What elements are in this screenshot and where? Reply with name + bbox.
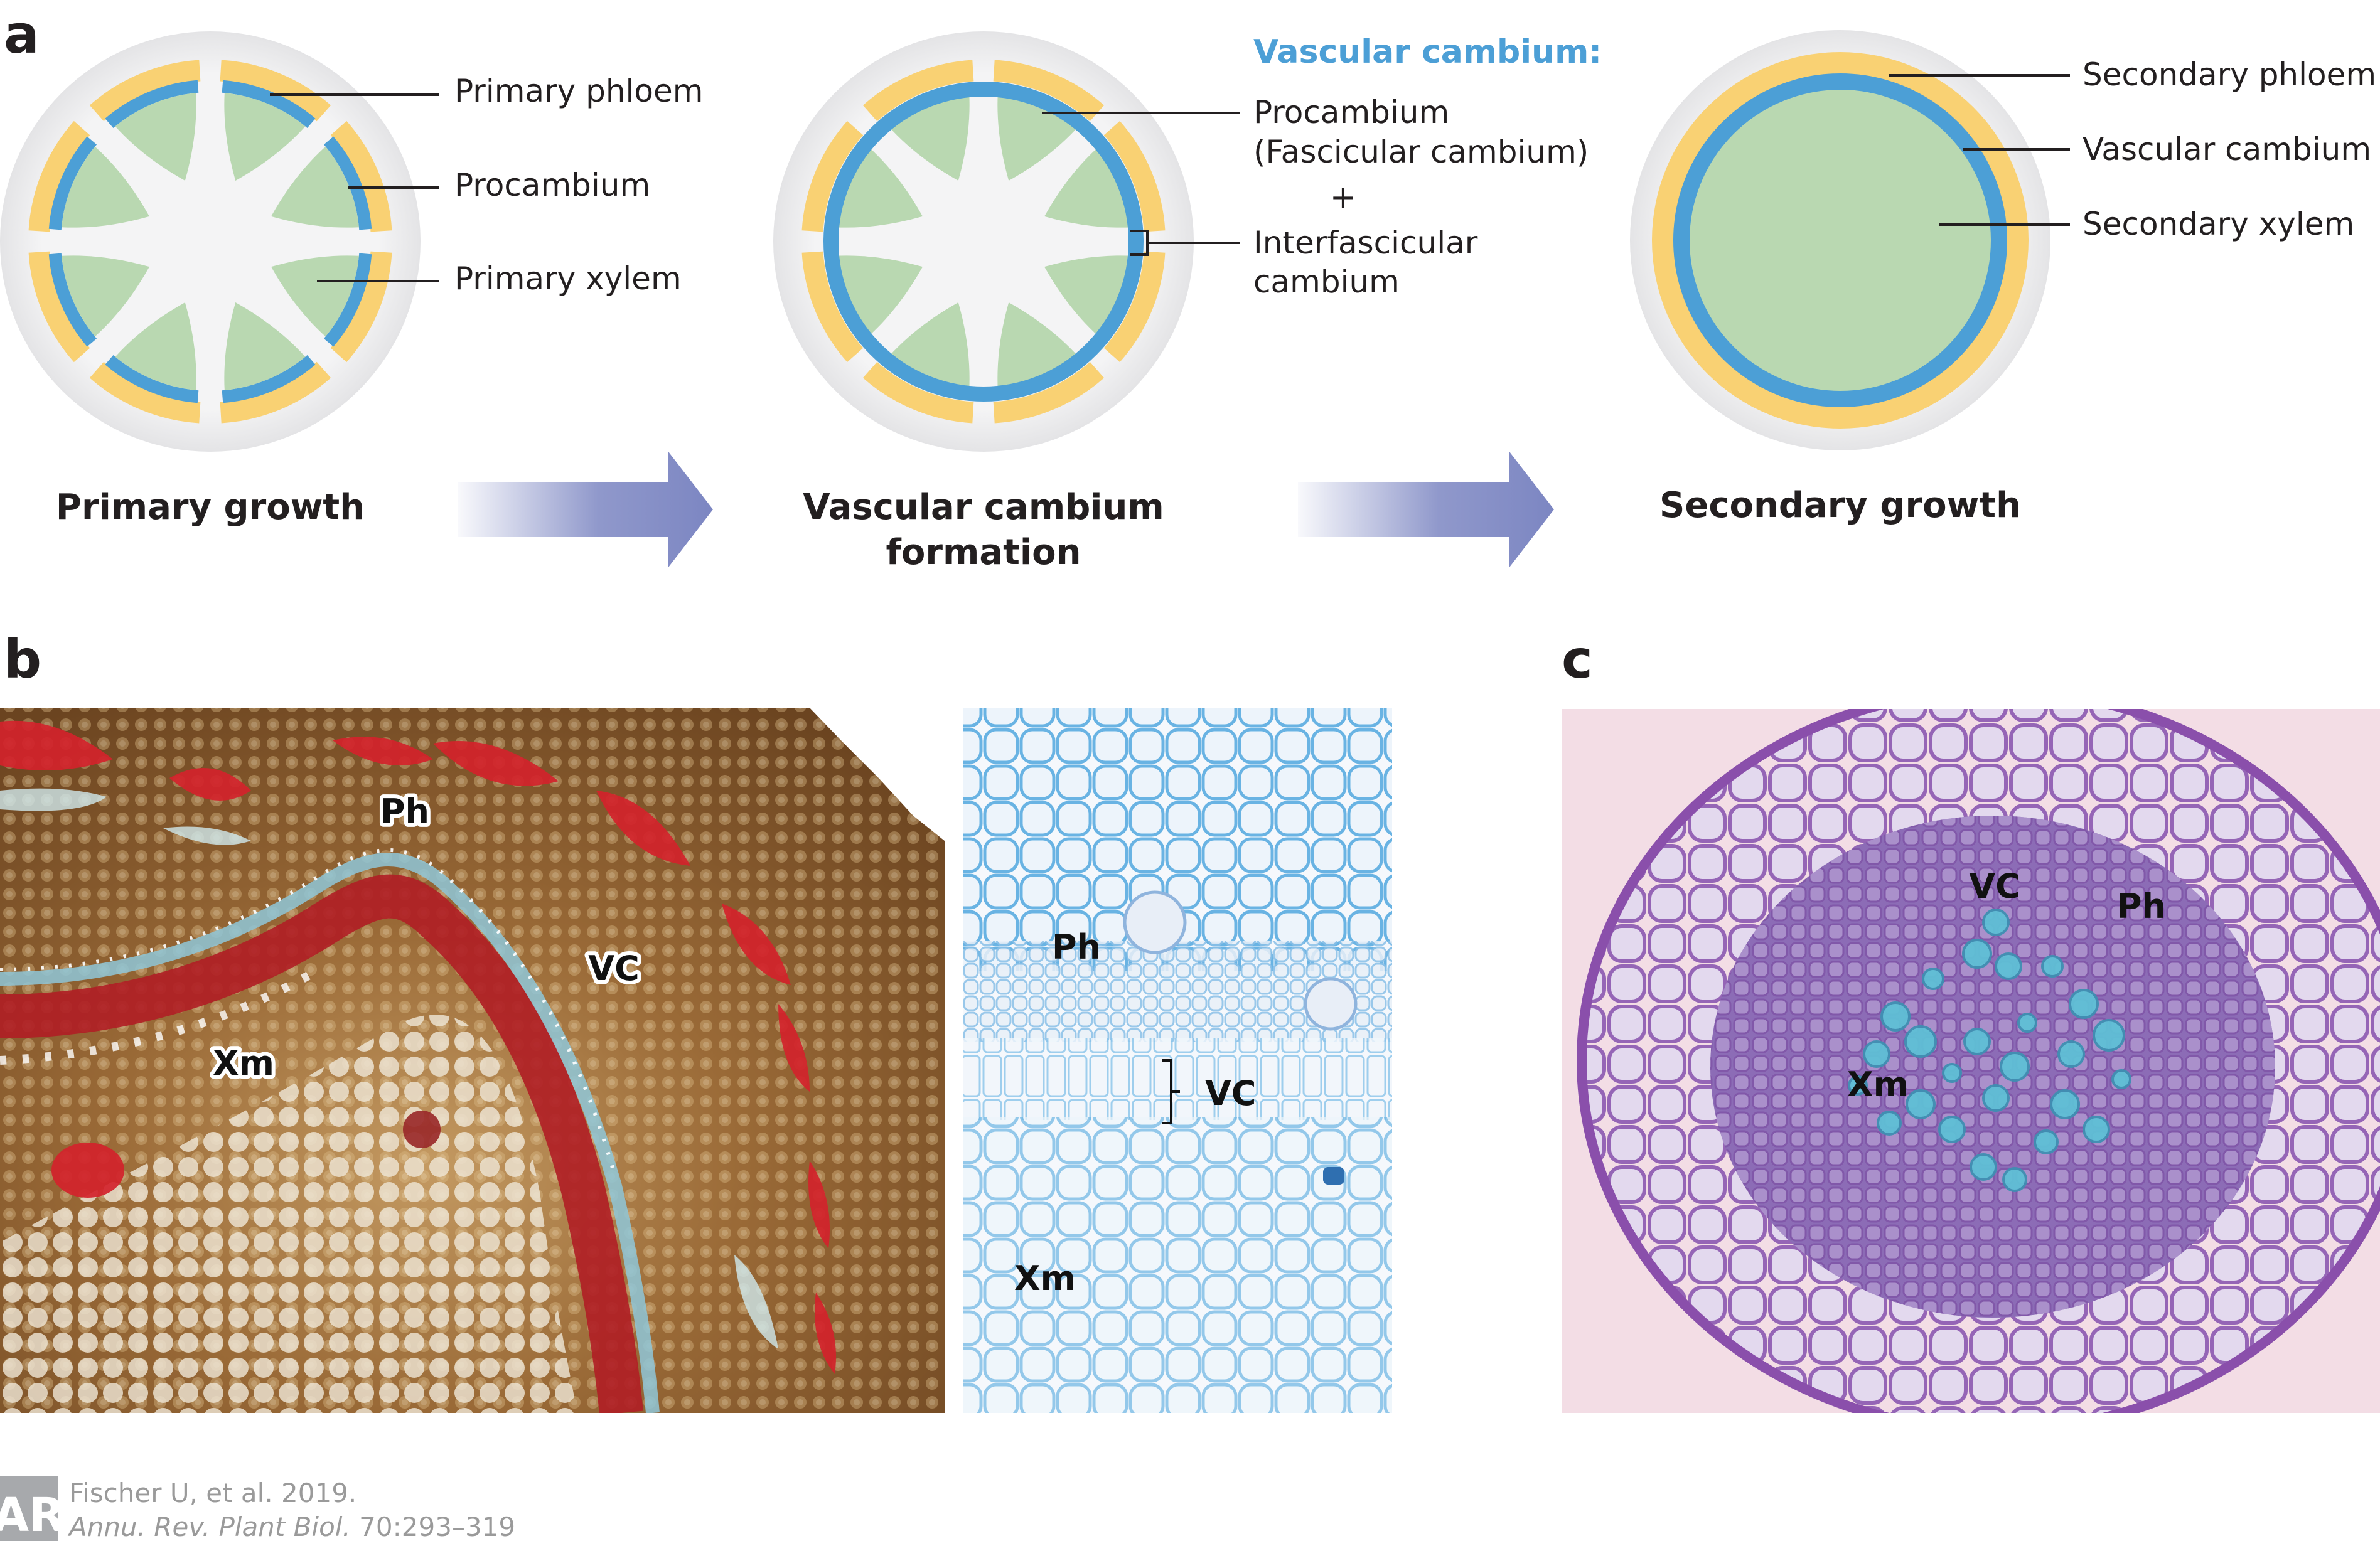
procambium-arc (48, 136, 97, 230)
panel-letter-a: a (4, 4, 40, 65)
progression-arrow (458, 452, 713, 567)
panel-letter-b: b (4, 629, 41, 690)
procambium-arc (222, 355, 316, 403)
label-secondary-phloem: Secondary phloem (2082, 56, 2376, 93)
xylem-wedge (271, 255, 359, 337)
journal-logo: AR (0, 1476, 65, 1542)
procambium-arc (105, 80, 199, 129)
micro-label-vc: VC (588, 949, 639, 988)
micro-label-ph: Ph (1052, 927, 1101, 967)
label-interfascicular: cambium (1253, 264, 1400, 300)
label-fascicular-cambium: (Fascicular cambium) (1253, 134, 1589, 170)
phloem-cap (993, 361, 1105, 424)
phloem-cap (28, 120, 90, 232)
procambium-arc (48, 253, 97, 347)
xylem-wedge (115, 93, 196, 181)
vascular-cambium-heading: Vascular cambium: (1253, 33, 1602, 71)
stage-vascular-cambium-formation: Vascular cambium: Procambium (Fascicular… (773, 31, 1602, 573)
phloem-cap (1103, 251, 1166, 363)
xylem-wedge (62, 255, 149, 337)
procambium-arc (222, 80, 316, 129)
stage-primary-growth: Primary phloem Procambium Primary xylem … (0, 31, 703, 528)
micrograph-root (1562, 709, 2380, 1413)
citation-journal: Annu. Rev. Plant Biol. 70:293–319 (67, 1511, 515, 1542)
micrograph-background (810, 708, 945, 841)
phloem-cap (801, 120, 864, 232)
phloem-cap (993, 60, 1105, 122)
citation-pages: 70:293–319 (351, 1511, 515, 1542)
xylem-wedge (115, 302, 196, 390)
phloem-cap (220, 361, 331, 424)
xylem-wedge (224, 302, 306, 390)
label-interfascicular: Interfascicular (1253, 225, 1478, 261)
micro-label-vc: VC (1205, 1074, 1256, 1113)
micrograph-stem-darkfield (0, 708, 945, 1413)
phloem-cap (801, 251, 864, 363)
phloem-cap (89, 361, 201, 424)
stage-secondary-growth: Secondary phloem Vascular cambium Second… (1630, 30, 2376, 526)
vc-bracket (1162, 1059, 1180, 1124)
phloem-cap (862, 60, 974, 122)
procambium-arc (323, 136, 372, 230)
micrograph-stem-blue (963, 708, 1392, 1413)
phloem-cap (862, 361, 974, 424)
micro-label-xm: Xm (1014, 1259, 1076, 1298)
procambium-arc (323, 253, 372, 347)
label-primary-phloem: Primary phloem (454, 73, 703, 109)
label-vascular-cambium: Vascular cambium (2082, 131, 2371, 168)
secondary-xylem (1673, 73, 2007, 407)
label-procambium: Procambium (1253, 94, 1449, 131)
vascular-bundles (28, 60, 392, 424)
interfascicular-bracket (1130, 230, 1240, 256)
micro-label-ph: Ph (380, 792, 429, 831)
phloem-cap (28, 251, 90, 363)
phloem-cap (89, 60, 201, 122)
stage-title: Vascular cambium (803, 487, 1164, 528)
stem-cross-section (0, 31, 421, 452)
label-primary-xylem: Primary xylem (454, 260, 682, 297)
micro-label-vc: VC (1969, 866, 2020, 906)
xylem-wedge (224, 93, 306, 181)
stage-title: formation (886, 532, 1081, 573)
stage-title: Secondary growth (1659, 485, 2021, 526)
label-procambium: Procambium (454, 167, 650, 203)
xylem-wedge (271, 146, 359, 228)
phloem-cap (330, 120, 392, 232)
label-secondary-xylem: Secondary xylem (2082, 206, 2354, 242)
progression-arrow (1298, 452, 1554, 567)
vascular-cambium-ring (823, 82, 1144, 402)
procambium-arc (105, 355, 199, 403)
citation-authors: Fischer U, et al. 2019. (69, 1478, 356, 1508)
phloem-cap (220, 60, 331, 122)
stage-title: Primary growth (56, 487, 365, 528)
micro-label-ph: Ph (2117, 887, 2166, 926)
citation-journal-name: Annu. Rev. Plant Biol. (67, 1511, 351, 1542)
logo-text: AR (0, 1488, 65, 1542)
panel-letter-c: c (1562, 629, 1593, 690)
phloem-cap (1103, 120, 1166, 232)
phloem-cap (330, 251, 392, 363)
micro-label-xm: Xm (1847, 1065, 1909, 1104)
micro-label-xm: Xm (213, 1043, 274, 1083)
label-plus: + (1330, 179, 1356, 215)
xylem-wedge (62, 146, 149, 228)
